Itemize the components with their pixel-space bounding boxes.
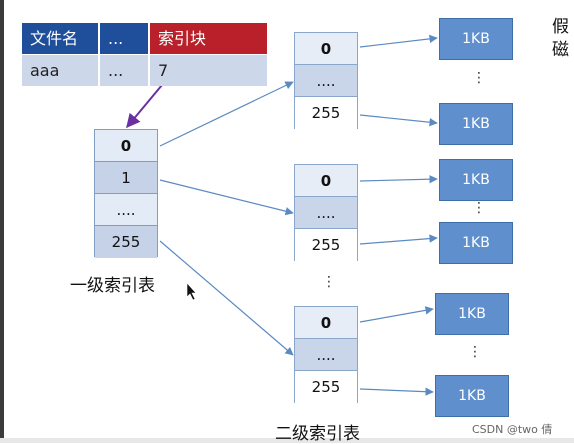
level2-block-3-cell-0: 0 — [295, 307, 357, 339]
arrow-l1-1 — [159, 179, 294, 216]
data-dots: ⋮ — [472, 200, 486, 216]
data-dots: ⋮ — [472, 70, 486, 86]
level1-cell-255: 255 — [95, 226, 157, 258]
level2-block-2-cell-255: 255 — [295, 229, 357, 261]
data-block: 1KB — [435, 293, 509, 335]
fcb-value-ellipsis: ... — [100, 55, 150, 86]
watermark: CSDN @two 倩 — [472, 423, 553, 436]
level2-block-2-cell-ellipsis: .... — [295, 197, 357, 229]
level2-block-3: 0 .... 255 — [294, 306, 358, 403]
data-block: 1KB — [439, 103, 513, 145]
bottom-strip — [0, 438, 574, 443]
fcb-value-filename: aaa — [22, 55, 100, 86]
data-block: 1KB — [439, 18, 513, 60]
level2-block-3-cell-255: 255 — [295, 371, 357, 403]
level2-label: 二级索引表 — [275, 424, 360, 444]
data-dots: ⋮ — [468, 344, 482, 360]
level2-block-1-cell-255: 255 — [295, 97, 357, 129]
fcb-header-filename: 文件名 — [22, 23, 100, 54]
side-text-2: 磁 — [552, 40, 569, 60]
side-text-1: 假 — [552, 17, 569, 37]
mouse-cursor — [186, 282, 197, 301]
data-block: 1KB — [439, 222, 513, 264]
fcb-header-index-block: 索引块 — [150, 23, 267, 54]
level1-cell-1: 1 — [95, 162, 157, 194]
fcb-header-ellipsis: ... — [100, 23, 150, 54]
level2-block-2-cell-0: 0 — [295, 165, 357, 197]
level2-block-3-cell-ellipsis: .... — [295, 339, 357, 371]
level1-index-table: 0 1 .... 255 — [94, 129, 158, 258]
level1-label: 一级索引表 — [70, 276, 155, 296]
level2-between-dots: ⋮ — [322, 274, 336, 290]
level2-block-1-cell-ellipsis: .... — [295, 65, 357, 97]
level1-cell-0: 0 — [95, 130, 157, 162]
left-window-edge — [0, 0, 4, 443]
level2-block-2: 0 .... 255 — [294, 164, 358, 261]
level2-block-1: 0 .... 255 — [294, 32, 358, 129]
pointer-to-level1 — [126, 84, 163, 129]
fcb-value-index-block: 7 — [150, 55, 267, 86]
level2-block-1-cell-0: 0 — [295, 33, 357, 65]
data-block: 1KB — [439, 159, 513, 201]
level1-cell-ellipsis: .... — [95, 194, 157, 226]
arrow-l1-0 — [159, 81, 294, 147]
data-block: 1KB — [435, 375, 509, 417]
arrow-l1-255 — [159, 240, 294, 356]
